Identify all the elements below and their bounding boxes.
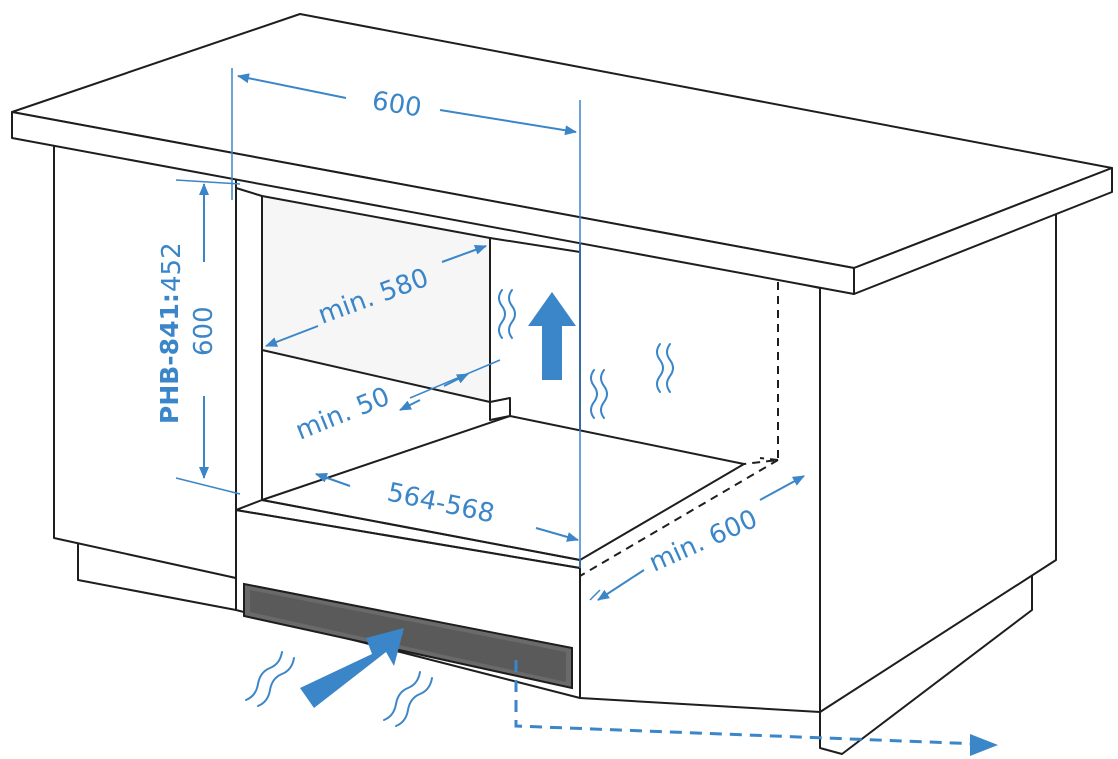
hidden-side-edge: [759, 457, 779, 461]
oven-recess: [235, 187, 745, 610]
arrow-width-left: [237, 73, 347, 99]
recess-left-wall: [235, 187, 263, 511]
arrow-gap-back: [443, 373, 469, 387]
wave-bottom-mid-1: [383, 671, 421, 721]
wave-top-2: [508, 289, 516, 339]
wave-top-1: [498, 289, 506, 339]
guide-top-horizontal: [175, 179, 241, 185]
guide-bottom-horizontal: [175, 477, 241, 495]
hidden-outline: [579, 282, 779, 577]
dimension-arrows: [199, 73, 805, 601]
recess-ledge: [489, 397, 511, 421]
wavy-lines-icon: [245, 289, 674, 727]
worktop: [11, 13, 1113, 295]
rail-top-edge: [235, 509, 581, 569]
wave-bottom-left-2: [257, 657, 295, 707]
label-height-model: PHB-841:: [155, 293, 184, 424]
guide-lines: [175, 68, 601, 601]
label-gap-min: min. 50: [291, 382, 394, 447]
guide-gap-line: [409, 359, 501, 399]
vent-inner-shade: [250, 590, 566, 682]
wave-right-2: [666, 343, 674, 393]
arrow-diagonal-icon: [300, 628, 404, 708]
arrow-side-back: [759, 475, 805, 501]
arrow-inner-left: [315, 472, 351, 487]
worktop-side-edge: [853, 167, 1113, 295]
arrow-depth-front: [265, 325, 319, 347]
dashed-arrow-right-icon: [514, 660, 998, 756]
hidden-floor-edge: [579, 459, 779, 577]
wave-bottom-left-1: [245, 651, 283, 701]
arrow-width-right: [439, 109, 577, 136]
wave-right-1: [656, 343, 664, 393]
label-height-model-value: 452: [157, 242, 187, 292]
wave-mid-1: [590, 369, 598, 419]
label-height-other: 600: [189, 306, 219, 356]
arrow-side-front: [597, 569, 645, 601]
arrow-up-icon: [528, 292, 576, 380]
wave-bottom-mid-2: [395, 677, 433, 727]
left-side-panel: [53, 139, 237, 579]
hidden-rear-edge: [743, 282, 779, 465]
wave-mid-2: [600, 369, 608, 419]
vent-slot: [243, 582, 573, 690]
arrow-gap-front: [399, 399, 421, 411]
recess-ledge-edge: [261, 499, 581, 561]
arrow-inner-right: [535, 527, 579, 542]
arrow-depth-back: [441, 245, 487, 263]
recess-partition: [489, 237, 581, 253]
